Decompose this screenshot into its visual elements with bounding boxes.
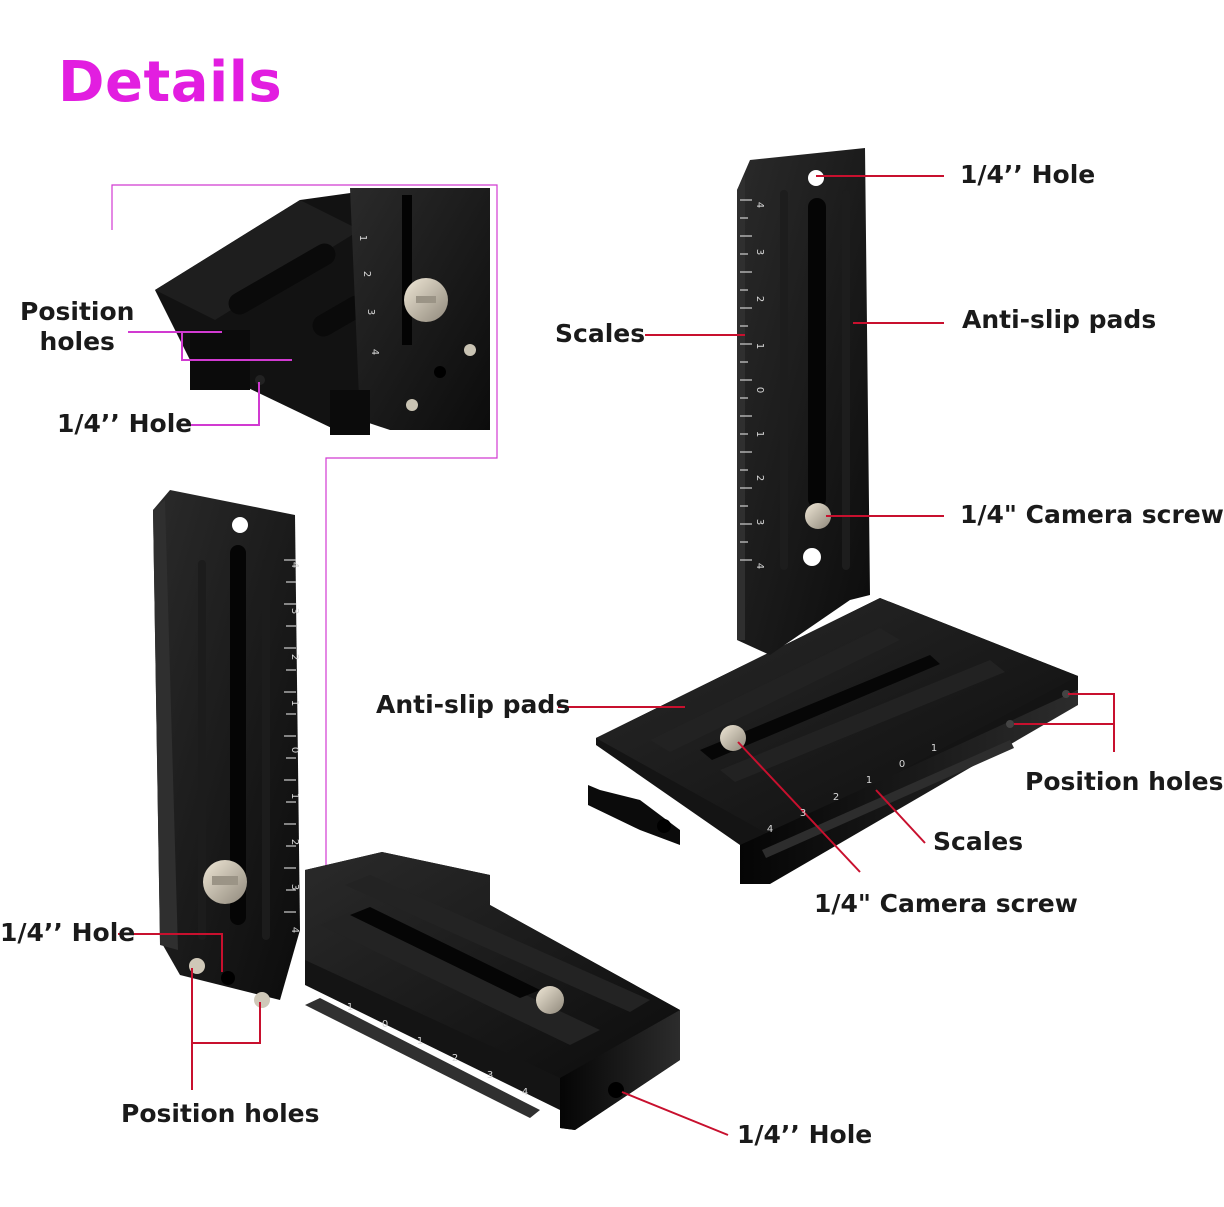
left-l-bracket	[153, 490, 680, 1130]
scale-number: 1	[289, 793, 300, 799]
inset-position-holes-line2: holes	[39, 327, 115, 356]
scale-number: 4	[522, 1087, 528, 1098]
scale-number: 4	[369, 349, 380, 355]
inset-position-holes-line1: Position	[20, 297, 135, 326]
right-base-scales-label: Scales	[933, 827, 1024, 856]
inset-leaders	[128, 331, 292, 426]
scale-number: 0	[754, 387, 765, 393]
scale-number: 0	[289, 747, 300, 753]
scale-number: 4	[289, 927, 300, 933]
scale-number: 4	[767, 824, 773, 835]
scale-number: 2	[754, 475, 765, 481]
camera-screw-icon	[536, 986, 564, 1014]
page-title: Details	[58, 50, 283, 115]
scale-number: 3	[487, 1070, 493, 1081]
scale-number: 0	[899, 759, 905, 770]
scale-number: 3	[289, 884, 300, 890]
scale-number: 2	[833, 792, 839, 803]
inset-hole-label: 1/4’’ Hole	[57, 409, 193, 438]
scale-number: 1	[754, 431, 765, 437]
right-leaders	[558, 175, 1115, 873]
scale-number: 1	[417, 1036, 423, 1047]
right-top-hole-label: 1/4’’ Hole	[960, 160, 1096, 189]
right-position-holes-label: Position holes	[1025, 767, 1224, 796]
scale-number: 4	[289, 562, 300, 568]
right-base-anti-slip-label: Anti-slip pads	[376, 690, 571, 719]
scale-number: 4	[754, 202, 765, 208]
right-anti-slip-label: Anti-slip pads	[962, 305, 1157, 334]
scale-number: 1	[931, 743, 937, 754]
scale-number: 3	[289, 608, 300, 614]
scale-number: 2	[289, 654, 300, 660]
scale-number: 3	[800, 808, 806, 819]
scale-number: 2	[361, 271, 372, 277]
right-base-camera-screw-label: 1/4" Camera screw	[814, 889, 1078, 918]
inset-position-holes-label: Position holes	[20, 297, 134, 357]
scale-number: 3	[365, 309, 376, 315]
scale-number: 3	[754, 519, 765, 525]
scale-number: 1	[866, 775, 872, 786]
scale-number: 1	[347, 1002, 353, 1013]
camera-screw-icon	[805, 503, 831, 529]
inset-zoom	[111, 184, 498, 893]
scale-number: 1	[289, 700, 300, 706]
scale-number: 0	[382, 1019, 388, 1030]
left-base-hole-label: 1/4’’ Hole	[737, 1120, 873, 1149]
scale-number: 1	[357, 235, 368, 241]
scale-number: 1	[754, 343, 765, 349]
scale-number: 3	[754, 249, 765, 255]
right-scales-label: Scales	[555, 319, 646, 348]
right-camera-screw-label: 1/4" Camera screw	[960, 500, 1224, 529]
scale-number: 4	[754, 563, 765, 569]
left-leaders	[118, 933, 729, 1136]
scale-number: 2	[289, 839, 300, 845]
scale-number: 2	[452, 1053, 458, 1064]
left-position-holes-label: Position holes	[121, 1099, 320, 1128]
scale-number: 2	[754, 296, 765, 302]
left-hole-label: 1/4’’ Hole	[0, 918, 136, 947]
